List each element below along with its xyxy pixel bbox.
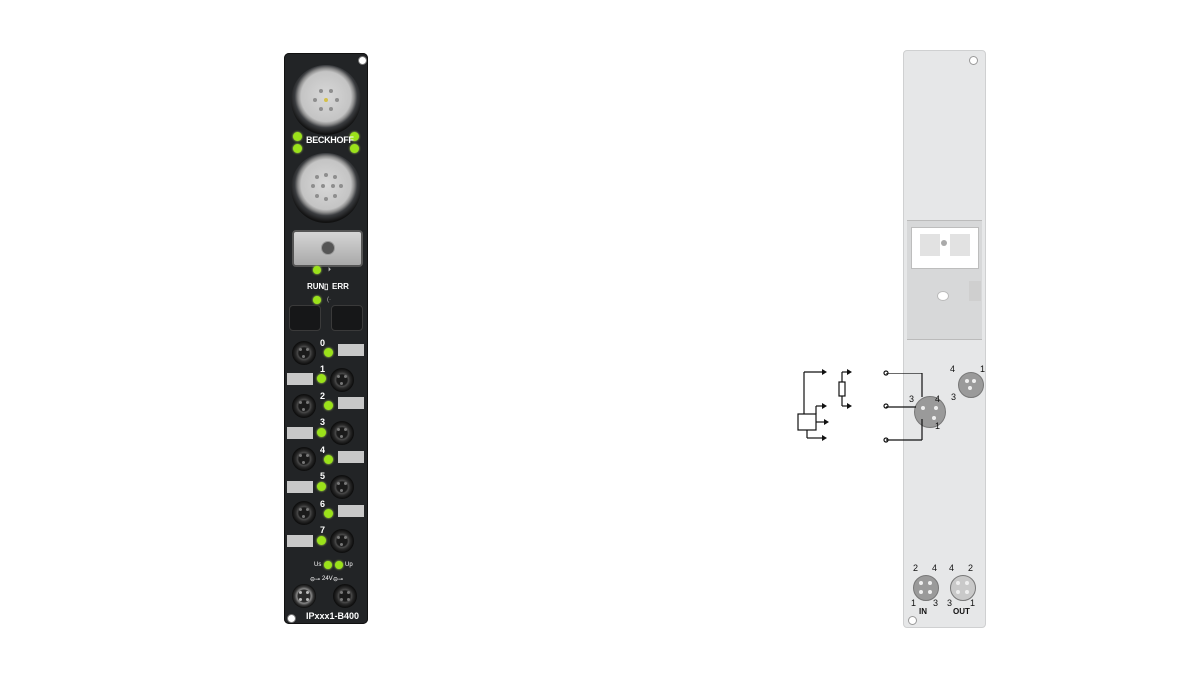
channel-led-4 xyxy=(324,455,333,464)
pin-number: 3 xyxy=(933,598,939,608)
pin-number: 3 xyxy=(951,392,957,402)
channel-led-0 xyxy=(324,348,333,357)
mounting-bracket xyxy=(907,220,982,340)
label-tag xyxy=(287,535,313,547)
label-tag xyxy=(287,373,313,385)
label-tag xyxy=(287,481,313,493)
pin-number: 2 xyxy=(968,563,974,573)
channel-number: 1 xyxy=(320,364,326,374)
window-screw-icon xyxy=(321,241,335,255)
run-label: RUN xyxy=(307,282,325,291)
blind-cap-right xyxy=(331,305,363,331)
power-out-pinout-connector xyxy=(950,575,976,601)
pin-number: 4 xyxy=(949,563,955,573)
up-label: Up xyxy=(345,562,353,568)
pin-number: 4 xyxy=(950,364,956,374)
m8-pinout-small-connector xyxy=(958,372,984,398)
mounting-hole xyxy=(969,56,978,65)
link-led xyxy=(293,132,302,141)
label-tag xyxy=(338,344,364,356)
channel-led-6 xyxy=(324,509,333,518)
pin-number: 1 xyxy=(980,364,986,374)
m8-socket-channel-6[interactable] xyxy=(292,501,316,525)
power-in-connector[interactable] xyxy=(292,584,316,608)
act-led xyxy=(293,144,302,153)
link-led xyxy=(350,132,359,141)
act-led xyxy=(350,144,359,153)
channel-led-1 xyxy=(317,374,326,383)
us-led xyxy=(324,561,332,569)
fieldbus-out-connector[interactable] xyxy=(291,153,361,223)
channel-led-7 xyxy=(317,536,326,545)
run-led xyxy=(313,266,321,274)
pin-number: 3 xyxy=(947,598,953,608)
pin-number: 2 xyxy=(913,563,919,573)
label-tag xyxy=(287,427,313,439)
power-out-connector[interactable] xyxy=(333,584,357,608)
blind-cap-left xyxy=(289,305,321,331)
m8-socket-channel-1[interactable] xyxy=(330,368,354,392)
m8-socket-channel-2[interactable] xyxy=(292,394,316,418)
arrow-icon xyxy=(822,435,827,441)
m8-socket-channel-3[interactable] xyxy=(330,421,354,445)
label-tag xyxy=(338,397,364,409)
label-tag xyxy=(338,505,364,517)
power-in-label: IN xyxy=(919,607,927,616)
channel-number: 5 xyxy=(320,471,326,481)
m8-pinout-main-connector xyxy=(914,396,946,428)
run-status-mark-icon: ⏵ xyxy=(328,267,332,273)
mounting-hole xyxy=(287,614,296,623)
label-tag xyxy=(338,451,364,463)
channel-led-3 xyxy=(317,428,326,437)
fieldbus-box-back: 4 1 3 3 4 1 2 4 1 3 IN 4 2 3 1 OUT xyxy=(886,50,986,628)
fieldbus-box-front: BECKHOFF ⏵ RUN ▯ ERR (· 0 1 2 3 4 5 xyxy=(284,53,368,624)
pin-number: 3 xyxy=(909,394,915,404)
power-out-symbol-icon: ⊖⊸ xyxy=(333,577,344,583)
channel-number: 0 xyxy=(320,338,326,348)
err-label: ERR xyxy=(332,282,349,291)
channel-number: 3 xyxy=(320,417,326,427)
arrow-icon xyxy=(847,369,852,375)
us-label: Us xyxy=(314,562,322,568)
type-label: IPxxx1-B400 xyxy=(306,611,360,621)
run-err-separator-icon: ▯ xyxy=(324,282,329,291)
mounting-hole xyxy=(358,56,367,65)
err-status-mark-icon: (· xyxy=(327,297,331,303)
arrow-icon xyxy=(847,403,852,409)
m8-socket-channel-0[interactable] xyxy=(292,341,316,365)
m8-socket-channel-4[interactable] xyxy=(292,447,316,471)
pin-number: 4 xyxy=(932,563,938,573)
bracket-plate xyxy=(911,227,979,269)
address-switch-window[interactable] xyxy=(292,230,363,267)
connector-wiring xyxy=(886,373,923,441)
power-in-pinout-connector xyxy=(913,575,939,601)
pin-number: 1 xyxy=(970,598,976,608)
sensor-circuit-diagram xyxy=(797,369,889,443)
channel-led-2 xyxy=(324,401,333,410)
power-out-label: OUT xyxy=(953,607,970,616)
channel-number: 4 xyxy=(320,445,326,455)
m8-socket-channel-5[interactable] xyxy=(330,475,354,499)
channel-led-5 xyxy=(317,482,326,491)
sensor-box-icon xyxy=(797,413,817,431)
channel-number: 6 xyxy=(320,499,326,509)
arrow-icon xyxy=(822,403,827,409)
pin-number: 1 xyxy=(935,421,941,431)
m8-socket-channel-7[interactable] xyxy=(330,529,354,553)
pin-number: 1 xyxy=(911,598,917,608)
arrow-icon xyxy=(824,419,829,425)
arrow-icon xyxy=(822,369,827,375)
voltage-label: 24V xyxy=(322,576,333,582)
power-in-symbol-icon: ⊖⊸ xyxy=(310,577,321,583)
mounting-hole xyxy=(908,616,917,625)
channel-number: 2 xyxy=(320,391,326,401)
up-led xyxy=(335,561,343,569)
pin-number: 4 xyxy=(935,394,941,404)
channel-number: 7 xyxy=(320,525,326,535)
fieldbus-in-connector[interactable] xyxy=(291,65,361,135)
brand-logo: BECKHOFF xyxy=(306,135,354,145)
err-led xyxy=(313,296,321,304)
resistor-icon xyxy=(838,381,846,397)
